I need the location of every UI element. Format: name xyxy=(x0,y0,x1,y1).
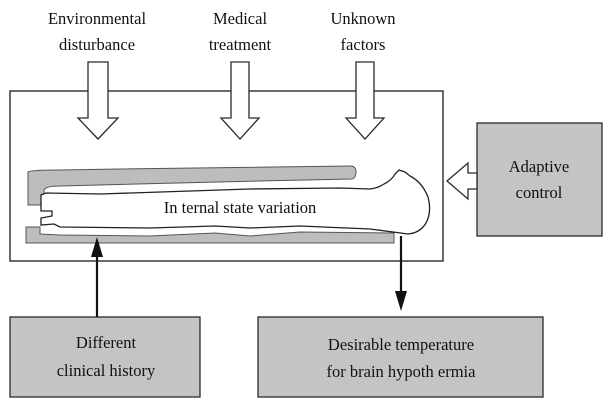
output-arrow-head xyxy=(395,291,407,311)
adaptive-control-box xyxy=(477,123,602,236)
environmental-label-line2: disturbance xyxy=(59,35,135,54)
history-label-line2: clinical history xyxy=(57,361,156,380)
output-label-line2: for brain hypoth ermia xyxy=(327,362,477,381)
adaptive-label-line1: Adaptive xyxy=(509,157,569,176)
adaptive-label-line2: control xyxy=(516,183,563,202)
desired-temperature-box xyxy=(258,317,543,397)
medical-label-line2: treatment xyxy=(209,35,272,54)
unknown-label-line1: Unknown xyxy=(330,9,395,28)
history-label-line1: Different xyxy=(76,333,137,352)
internal-state-label: In ternal state variation xyxy=(164,198,317,217)
environmental-label-line1: Environmental xyxy=(48,9,146,28)
adaptive-arrow xyxy=(447,163,477,199)
medical-label-line1: Medical xyxy=(213,9,267,28)
unknown-label-line2: factors xyxy=(341,35,386,54)
output-label-line1: Desirable temperature xyxy=(328,335,474,354)
clinical-history-box xyxy=(10,317,200,397)
